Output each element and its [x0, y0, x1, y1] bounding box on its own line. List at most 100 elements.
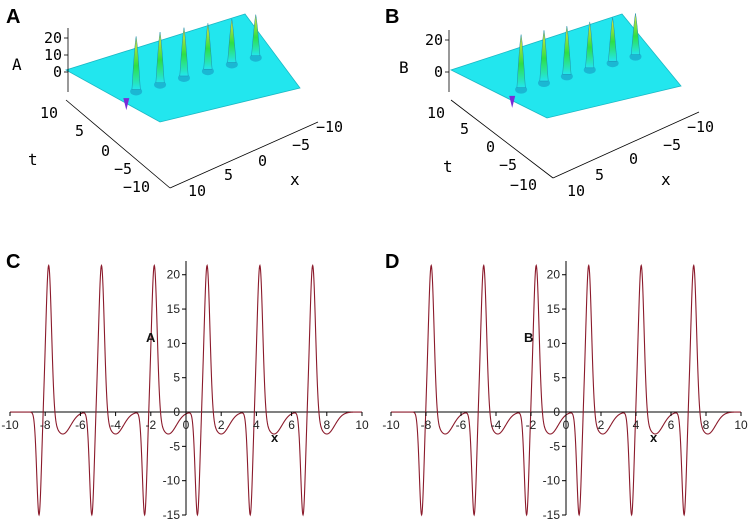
surface-peak — [203, 23, 213, 70]
surface-peak — [179, 27, 189, 77]
t-tick-label: 10 — [40, 104, 58, 122]
x-tick-label: 4 — [253, 418, 260, 432]
z-tick-label: 10 — [44, 46, 62, 64]
y-tick-label: -15 — [543, 508, 561, 522]
z-tick-label: 0 — [434, 63, 443, 81]
y-axis-label: A — [146, 330, 156, 345]
x-tick-label: −10 — [316, 118, 343, 136]
x-tick-label: 0 — [183, 418, 190, 432]
x-tick-label: 2 — [218, 418, 225, 432]
surface-peak — [251, 14, 261, 56]
y-axis-label: B — [524, 330, 533, 345]
x-tick-label: -2 — [526, 418, 537, 432]
x-tick-label: -10 — [382, 418, 400, 432]
t-axis-label: t — [443, 157, 453, 176]
x-tick-label: 10 — [188, 182, 206, 200]
y-tick-label: -5 — [169, 439, 180, 453]
surface-peak — [585, 21, 595, 69]
y-tick-label: 0 — [173, 405, 180, 419]
x-tick-label: -2 — [145, 418, 156, 432]
x-axis-label: x — [650, 430, 658, 445]
y-tick-label: 15 — [167, 302, 181, 316]
surface-dip — [509, 95, 516, 108]
x-tick-label: 8 — [703, 418, 710, 432]
y-tick-label: -10 — [543, 474, 561, 488]
t-tick-label: 10 — [427, 104, 445, 122]
t-tick-label: 5 — [75, 122, 84, 140]
y-tick-label: -5 — [549, 439, 560, 453]
panel-label-a: A — [6, 6, 21, 28]
t-tick-label: 0 — [486, 138, 495, 156]
t-tick-label: 0 — [101, 142, 110, 160]
x-tick-label: 2 — [598, 418, 605, 432]
t-tick-label: −10 — [123, 178, 150, 196]
x-tick-label: 6 — [668, 418, 675, 432]
x-tick-label: 10 — [355, 418, 369, 432]
t-tick-label: 5 — [460, 120, 469, 138]
t-tick-label: −5 — [114, 160, 132, 178]
x-tick-label: 10 — [734, 418, 748, 432]
z-tick-label: 20 — [44, 29, 62, 47]
t-axis-line — [450, 99, 554, 179]
x-tick-label: -6 — [456, 418, 467, 432]
x-tick-label: −10 — [687, 118, 714, 136]
y-tick-label: -10 — [163, 474, 181, 488]
y-tick-label: 20 — [547, 268, 561, 282]
x-tick-label: 5 — [224, 166, 233, 184]
y-tick-label: 10 — [167, 336, 181, 350]
x-tick-label: -6 — [75, 418, 86, 432]
surface-peak — [155, 31, 165, 83]
x-tick-label: -4 — [110, 418, 121, 432]
surface-dip — [123, 98, 130, 111]
panel-label-d: D — [385, 251, 400, 273]
y-tick-label: 15 — [547, 302, 561, 316]
x-tick-label: 6 — [288, 418, 295, 432]
x-tick-label: -4 — [491, 418, 502, 432]
z-axis-label: B — [399, 58, 409, 77]
t-tick-label: −5 — [499, 156, 517, 174]
x-tick-label: -10 — [1, 418, 19, 432]
y-tick-label: 20 — [167, 268, 181, 282]
y-tick-label: -15 — [163, 508, 181, 522]
z-tick-label: 20 — [425, 31, 443, 49]
x-tick-label: 5 — [595, 166, 604, 184]
x-tick-label: −5 — [663, 136, 681, 154]
x-tick-label: 0 — [629, 150, 638, 168]
surface-peak — [516, 34, 526, 88]
z-tick-label: 0 — [53, 63, 62, 81]
t-axis-label: t — [28, 150, 38, 169]
x-tick-label: 8 — [323, 418, 330, 432]
surface-peak — [131, 36, 141, 90]
surface-peak — [562, 26, 572, 75]
t-tick-label: −10 — [510, 176, 537, 194]
t-axis-line — [65, 99, 171, 189]
x-axis-line — [552, 111, 700, 179]
y-tick-label: 5 — [173, 371, 180, 385]
surface-peak — [608, 17, 618, 62]
x-axis-label: x — [661, 170, 671, 189]
x-tick-label: 0 — [258, 152, 267, 170]
x-axis-line — [169, 121, 319, 189]
panel-label-c: C — [6, 251, 21, 273]
x-tick-label: -8 — [40, 418, 51, 432]
y-tick-label: 0 — [553, 405, 560, 419]
x-tick-label: 0 — [563, 418, 570, 432]
panel-label-b: B — [385, 6, 400, 28]
surface-peak — [227, 18, 237, 63]
x-tick-label: 4 — [633, 418, 640, 432]
x-tick-label: -8 — [421, 418, 432, 432]
x-axis-label: x — [290, 170, 300, 189]
surface-peak — [631, 13, 640, 55]
surface-peak — [539, 30, 549, 82]
y-tick-label: 10 — [547, 336, 561, 350]
x-axis-label: x — [271, 430, 279, 445]
x-tick-label: −5 — [292, 136, 310, 154]
z-axis-label: A — [12, 55, 22, 74]
